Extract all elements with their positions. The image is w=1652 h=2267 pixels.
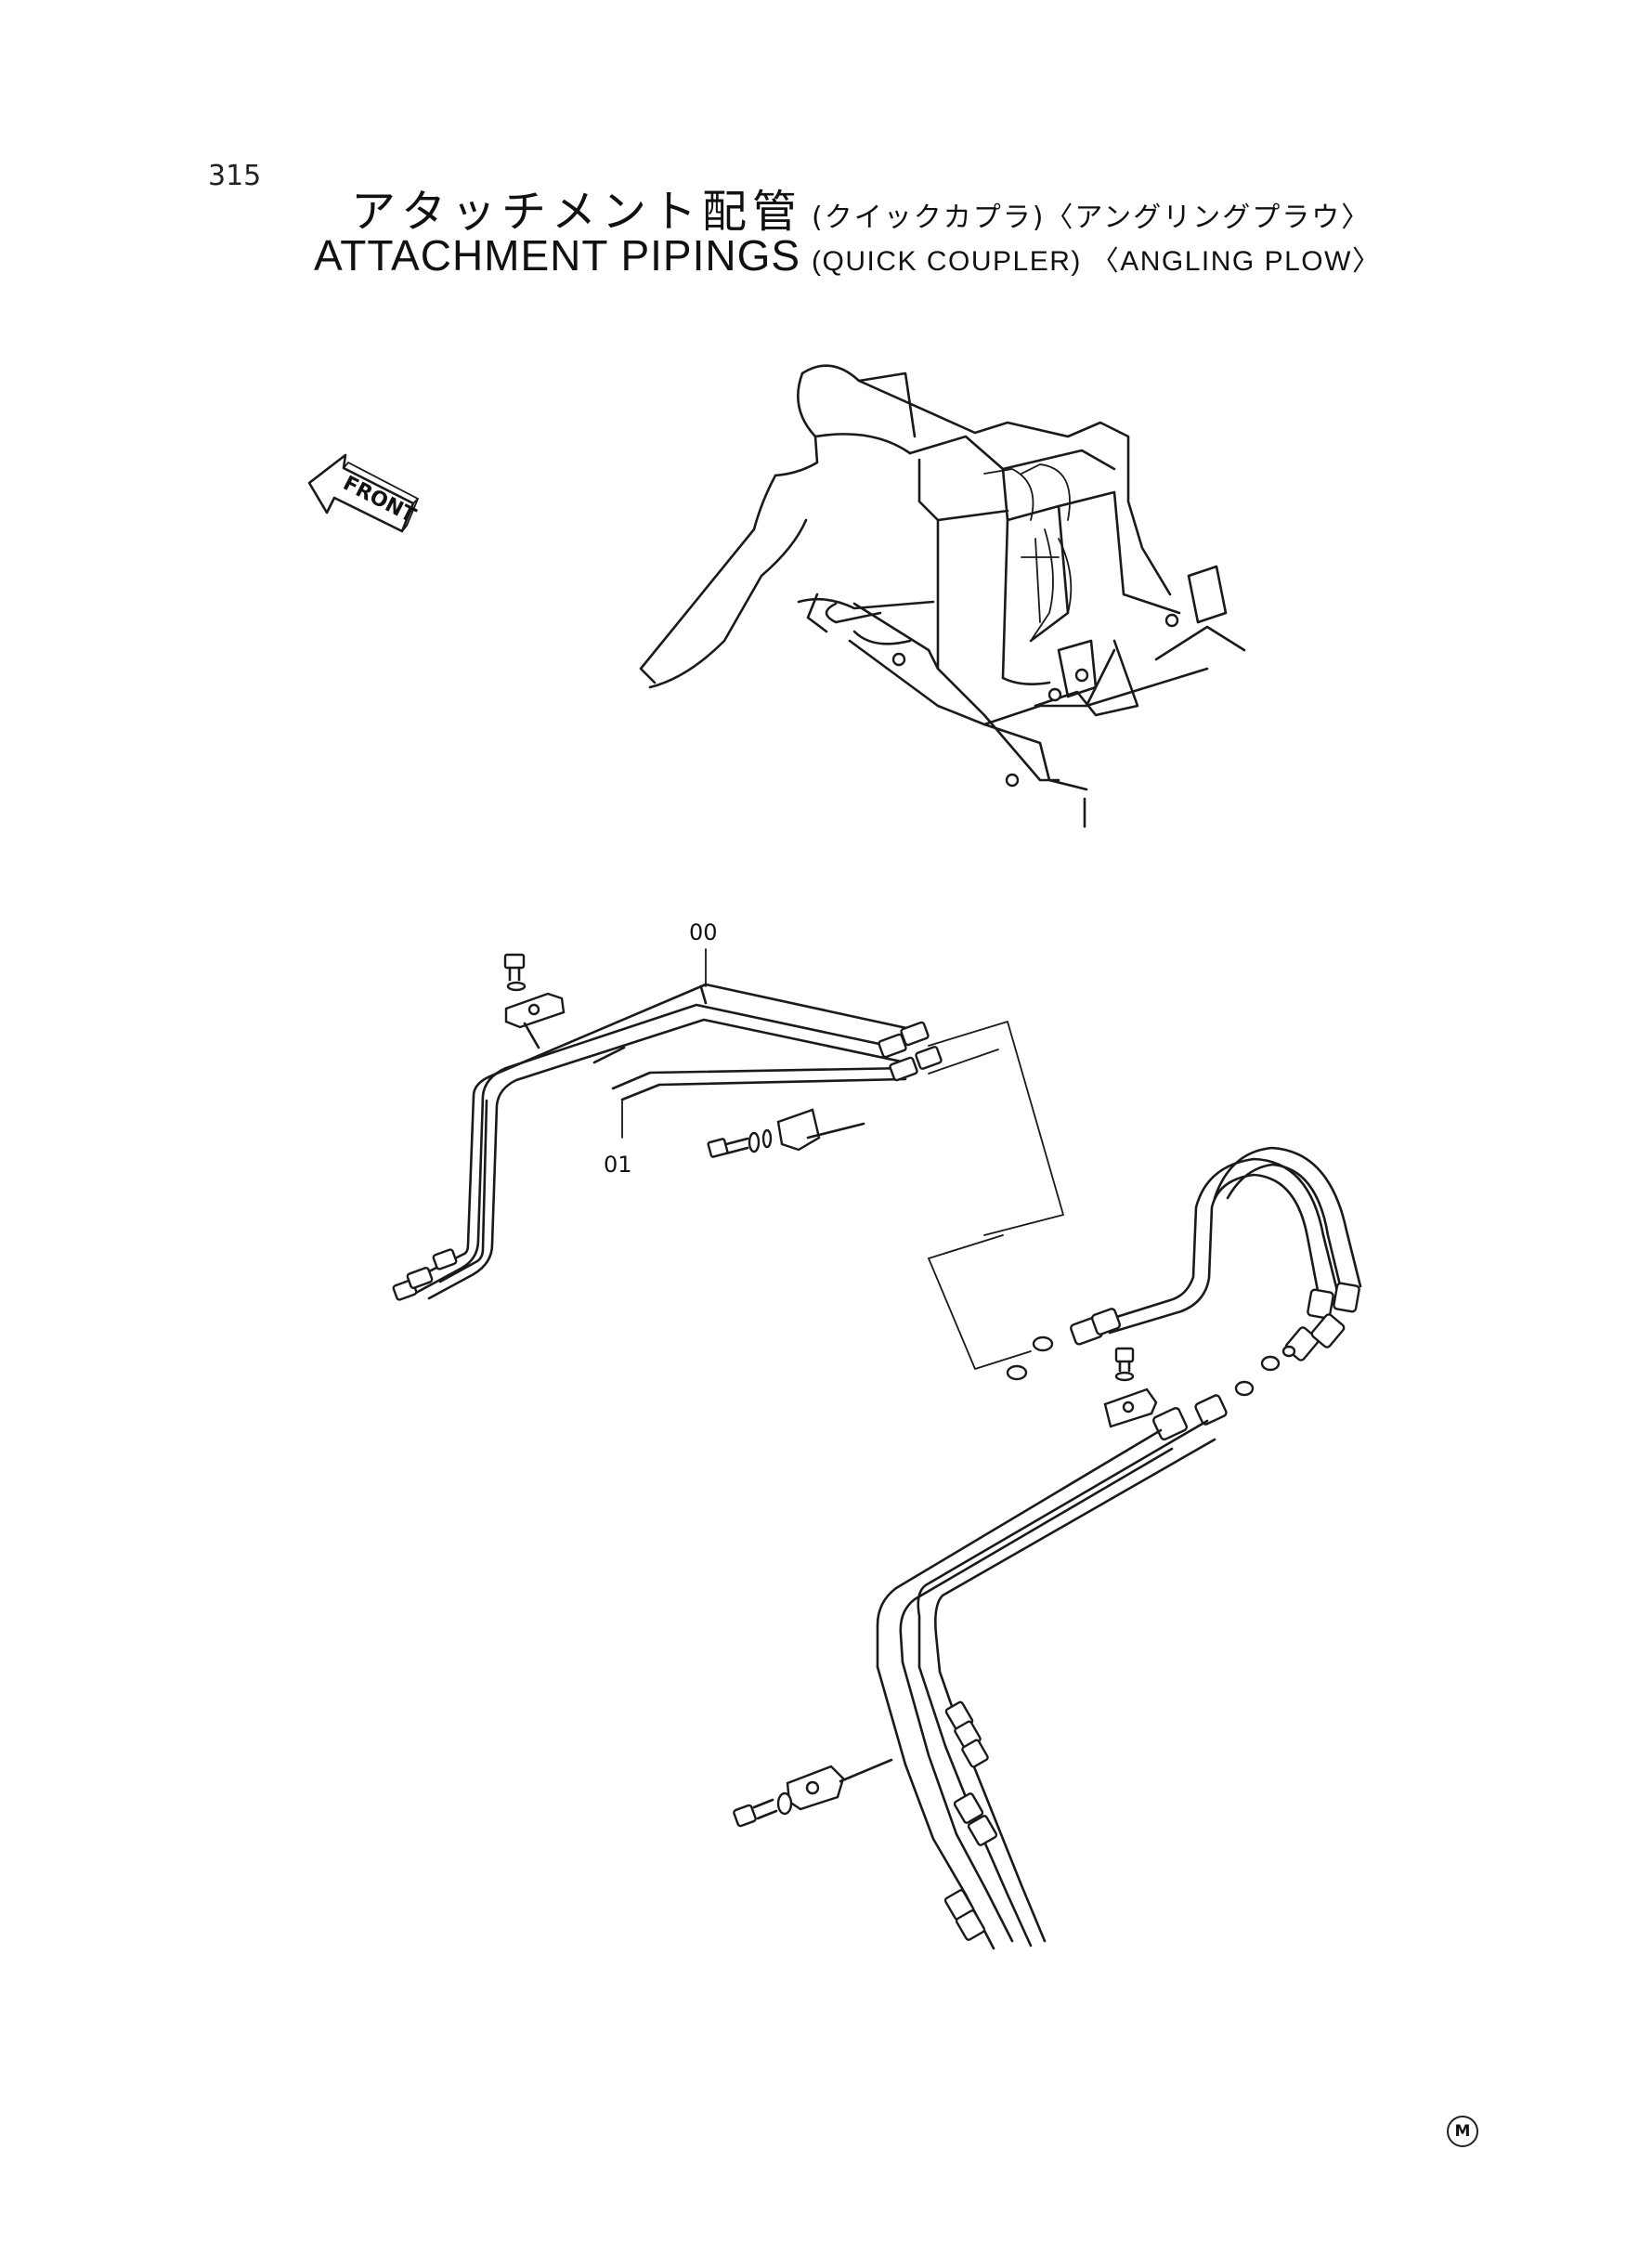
page-number: 315 <box>208 160 262 192</box>
connection-box <box>928 1021 1064 1370</box>
pipe-assembly: 00 01 <box>392 919 943 1301</box>
title-en-subtitle: (QUICK COUPLER) 〈ANGLING PLOW〉 <box>812 246 1382 277</box>
title-jp-subtitle: (クイックカプラ)〈アングリングプラウ〉 <box>812 202 1372 234</box>
callout-01: 01 <box>604 1152 632 1178</box>
title-en-main: ATTACHMENT PIPINGS <box>314 231 801 280</box>
callout-00: 00 <box>689 919 718 945</box>
hose-lower-pipe-assembly <box>733 1146 1362 1950</box>
page-title-english: ATTACHMENT PIPINGS (QUICK COUPLER) 〈ANGLI… <box>314 230 1381 280</box>
machine-frame-overview <box>639 364 1246 828</box>
title-jp-main: アタッチメント配管 <box>351 186 803 238</box>
manufacturer-mark: M <box>1447 2116 1478 2147</box>
page-title-japanese: アタッチメント配管 (クイックカプラ)〈アングリングプラウ〉 <box>351 175 1371 240</box>
front-arrow-icon: FRONT <box>307 453 420 533</box>
